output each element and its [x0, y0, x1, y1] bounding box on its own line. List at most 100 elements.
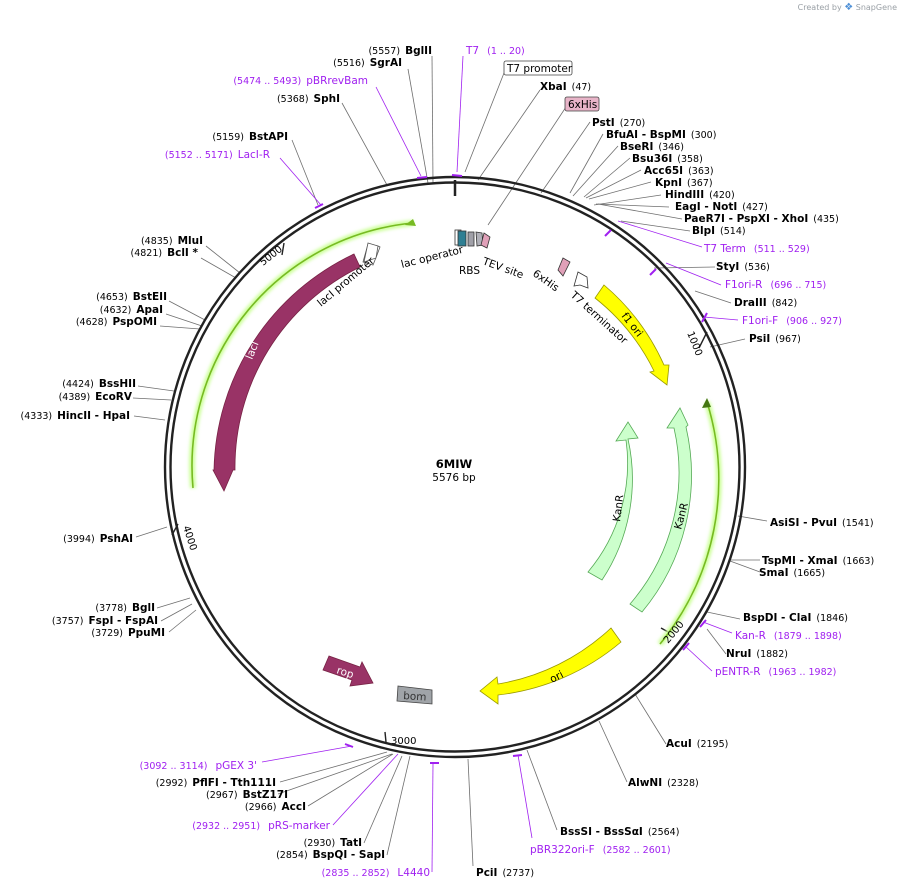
primer-markers: [314, 174, 708, 764]
svg-text:(3092 .. 3114)pGEX 3': (3092 .. 3114)pGEX 3': [140, 760, 257, 772]
site-pos-bstapi: (5159): [212, 132, 244, 143]
ori-feature-arrow[interactable]: [479, 627, 622, 705]
svg-text:(5516)SgrAI: (5516) SgrAI: [333, 57, 402, 69]
his-tag-feature[interactable]: [557, 257, 571, 277]
site-pos-tati: (2930): [304, 838, 336, 849]
rbs-label: RBS: [459, 265, 480, 277]
svg-text:XbaI(47): XbaI(47): [540, 81, 591, 93]
svg-text:SmaI(1665): SmaI(1665): [759, 567, 825, 579]
site-pos-bspdi: (1846): [816, 613, 848, 624]
rbs-feature[interactable]: [467, 231, 475, 247]
site-pos-acui: (2195): [697, 739, 729, 750]
svg-text:BseRI(346): BseRI(346): [620, 141, 684, 153]
site-pos-bstz17i: (2967): [206, 790, 238, 801]
site-pos-styi: (536): [744, 262, 770, 273]
kanr-feature-arrow-inner[interactable]: [587, 421, 639, 581]
site-name-smai: SmaI: [759, 567, 789, 579]
site-pos-psti: (270): [620, 118, 646, 129]
site-pos-kpni: (367): [687, 178, 713, 189]
primer-range-f1ori-f: (906 .. 927): [786, 316, 842, 327]
site-leader-lines: [132, 55, 768, 867]
his-tag-box-label: 6xHis: [568, 99, 597, 111]
site-name-bgli: BglI: [132, 602, 155, 614]
svg-text:BssSI - BssSαI(2564): BssSI - BssSαI(2564): [560, 826, 679, 838]
his-tag-small-feature[interactable]: [480, 232, 491, 249]
site-pos-mlui: (4835): [141, 236, 173, 247]
lac-operator-label: lac operator: [400, 244, 465, 271]
site-name-bstapi: BstAPI: [249, 131, 288, 143]
site-name-hindiii: HindIII: [665, 189, 704, 201]
site-name-xhoi: PaeR7I - PspXI - XhoI: [684, 213, 808, 225]
snapgene-logo-icon: ❖: [844, 2, 854, 13]
site-pos-acci: (2966): [245, 802, 277, 813]
site-name-nrui: NruI: [726, 648, 751, 660]
site-pos-bsteii: (4653): [96, 292, 128, 303]
svg-text:StyI(536): StyI(536): [716, 261, 770, 273]
lac-operator-feature[interactable]: [457, 230, 467, 247]
primer-range-pbr322ori-f: (2582 .. 2601): [603, 845, 671, 856]
svg-text:(4424)BssHII: (4424)BssHII: [62, 378, 136, 390]
primer-name-t7: T7: [465, 45, 479, 57]
primer-range-t7: (1 .. 20): [487, 46, 525, 57]
svg-text:BfuAI - BspMI(300): BfuAI - BspMI(300): [606, 129, 716, 141]
site-pos-bspqi: (2854): [276, 850, 308, 861]
backbone-outer-ring: [163, 175, 747, 759]
svg-text:KpnI(367): KpnI(367): [655, 177, 713, 189]
t7-promoter-box[interactable]: [503, 60, 573, 76]
site-pos-acc65i: (363): [688, 166, 714, 177]
svg-text:EagI - NotI(427): EagI - NotI(427): [675, 201, 768, 213]
site-pos-hindiii: (420): [709, 190, 735, 201]
site-name-bcli: BclI *: [167, 247, 198, 259]
site-pos-ppumi: (3729): [91, 628, 123, 639]
site-pos-sgrai: (5516): [333, 58, 365, 69]
svg-text:(4628)PspOMI: (4628)PspOMI: [76, 316, 157, 328]
kanr-feature-arrow-outer[interactable]: [629, 407, 692, 613]
svg-text:BlpI(514): BlpI(514): [692, 225, 746, 237]
primer-range-laci-r: (5152 .. 5171): [165, 150, 233, 161]
svg-text:BspDI - ClaI(1846): BspDI - ClaI(1846): [743, 612, 848, 624]
site-pos-pcii: (2737): [502, 868, 534, 879]
tick-label-3000: 3000: [391, 736, 416, 747]
site-name-pshai: PshAI: [100, 533, 133, 545]
bom-feature[interactable]: [396, 685, 433, 705]
svg-text:pENTR-R(1963 .. 1982): pENTR-R(1963 .. 1982): [715, 666, 836, 678]
site-name-acci: AccI: [282, 801, 306, 813]
created-by-text: Created by: [797, 3, 842, 12]
svg-text:(2930)TatI: (2930)TatI: [304, 837, 362, 849]
site-pos-pshai: (3994): [63, 534, 95, 545]
primer-name-laci-r: LacI-R: [238, 149, 270, 161]
site-pos-apai: (4632): [100, 305, 132, 316]
svg-text:AlwNI(2328): AlwNI(2328): [628, 777, 699, 789]
svg-text:Kan-R(1879 .. 1898): Kan-R(1879 .. 1898): [735, 630, 842, 642]
svg-text:(5368)SphI: (5368)SphI: [277, 93, 340, 105]
svg-text:T7 Term(511 .. 529): T7 Term(511 .. 529): [703, 243, 810, 255]
his-tag-box[interactable]: [564, 96, 600, 112]
svg-text:(3729)PpuMI: (3729)PpuMI: [91, 627, 165, 639]
svg-text:PaeR7I - PspXI - XhoI(435): PaeR7I - PspXI - XhoI(435): [684, 213, 839, 225]
plasmid-name: 6MIW: [436, 457, 473, 471]
primer-range-l4440: (2835 .. 2852): [322, 868, 390, 879]
site-pos-bcli: (4821): [131, 248, 163, 259]
site-pos-noti: (427): [742, 202, 768, 213]
svg-text:(5557)BglII: (5557)BglII: [368, 45, 432, 57]
rop-feature-arrow[interactable]: [322, 655, 374, 687]
site-name-xbai: XbaI: [540, 81, 567, 93]
svg-text:TspMI - XmaI(1663): TspMI - XmaI(1663): [762, 555, 874, 567]
site-name-blpi: BlpI: [692, 225, 715, 237]
primer-name-pbrrevbam: pBRrevBam: [306, 75, 368, 87]
primer-labels: T7 (1 .. 20) (5474 .. 5493) pBRrevBam (515…: [140, 45, 842, 879]
site-name-fspi: FspI - FspAI: [89, 615, 159, 627]
laci-feature-arrow[interactable]: [212, 253, 361, 492]
site-labels-right: PciI(2737) BssSI - BssSαI(2564) AlwNI(23…: [476, 81, 874, 879]
primer-range-pbrrevbam: (5474 .. 5493): [233, 76, 301, 87]
site-name-bglii-5557: BglII: [405, 45, 432, 57]
svg-text:T7(1 .. 20): T7 (1 .. 20): [465, 45, 525, 57]
svg-text:AcuI(2195): AcuI(2195): [666, 738, 728, 750]
site-name-sgrai: SgrAI: [370, 57, 402, 69]
f1-ori-feature-arrow[interactable]: [594, 284, 670, 386]
site-pos-psii: (967): [775, 334, 801, 345]
svg-text:(3994)PshAI: (3994) PshAI: [63, 533, 133, 545]
site-name-alwni: AlwNI: [628, 777, 662, 789]
svg-text:(2992)PflFI - Tth111I: (2992)PflFI - Tth111I: [156, 777, 276, 789]
t7-terminator-feature[interactable]: [573, 271, 589, 289]
